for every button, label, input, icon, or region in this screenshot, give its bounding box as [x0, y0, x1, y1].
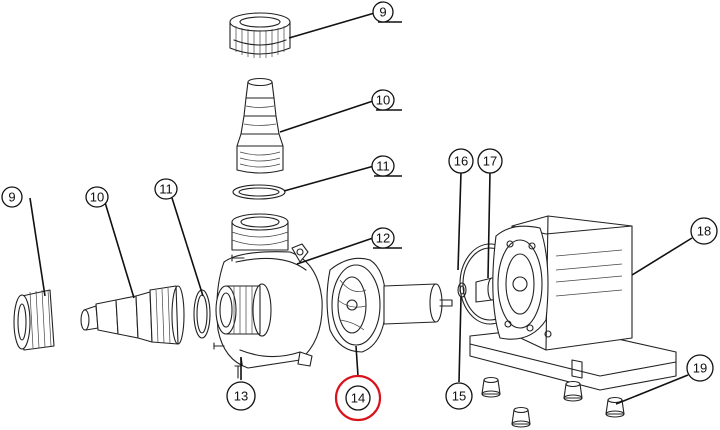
callout-9-left: 9: [1, 186, 23, 208]
callout-label: 11: [376, 159, 390, 174]
callout-14-highlighted: 14: [334, 374, 382, 422]
motor-housing-icon: [469, 215, 677, 391]
callout-10-left: 10: [85, 186, 109, 208]
callout-17: 17: [477, 148, 503, 174]
callout-18: 18: [690, 217, 718, 245]
callout-label: 12: [376, 231, 390, 246]
callout-label: 10: [376, 93, 390, 108]
callout-12: 12: [371, 227, 395, 249]
screw-icon: [213, 254, 245, 379]
callout-label: 14: [351, 391, 365, 406]
callout-9-top: 9: [372, 1, 394, 23]
callout-label: 9: [379, 5, 386, 20]
callout-label: 16: [454, 154, 468, 169]
callout-label: 19: [693, 361, 707, 376]
callout-label: 13: [234, 389, 248, 404]
callout-10-top: 10: [371, 89, 395, 111]
callout-13: 13: [226, 381, 256, 411]
callout-11-top: 11: [371, 155, 395, 177]
callout-label: 9: [8, 190, 15, 205]
callout-label: 18: [697, 224, 711, 239]
top-hose-tail-icon: [236, 77, 284, 174]
left-union-nut-icon: [13, 289, 55, 351]
callout-15: 15: [445, 382, 473, 410]
left-hose-tail-icon: [80, 285, 185, 345]
left-o-ring-icon: [193, 289, 211, 339]
impeller-icon: [326, 257, 453, 353]
callout-19: 19: [686, 354, 714, 382]
pump-volute-icon: [215, 213, 323, 369]
callout-16: 16: [448, 148, 474, 174]
leader-lines: [29, 11, 693, 405]
callout-11-left: 11: [154, 178, 178, 200]
top-union-nut-icon: [229, 12, 291, 58]
callout-label: 10: [90, 190, 104, 205]
callout-label: 17: [483, 154, 497, 169]
callout-label: 11: [159, 182, 173, 197]
rubber-foot-icon: [481, 376, 625, 428]
top-o-ring-icon: [232, 184, 286, 200]
callout-label: 15: [452, 389, 466, 404]
